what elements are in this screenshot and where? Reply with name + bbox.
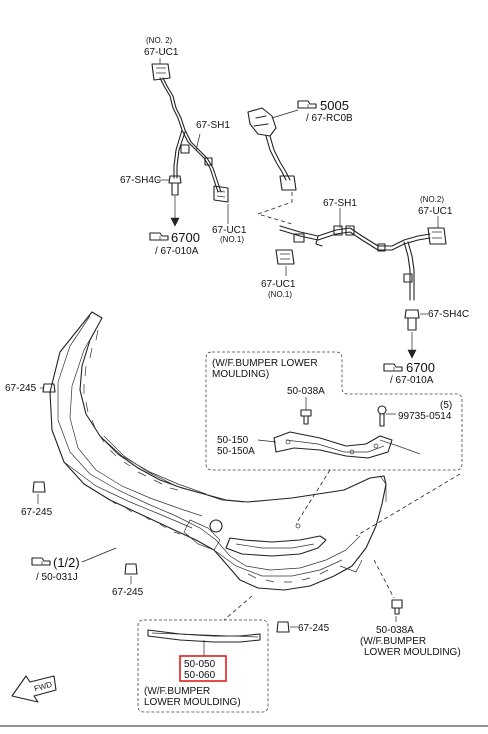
bolt-lower-left: [32, 481, 46, 493]
label-clip-note-line2: LOWER MOULDING): [364, 647, 461, 658]
parking-sensor-harness-left: [159, 77, 222, 193]
pointing-hand-icon: [383, 363, 403, 372]
lower-moulding: [147, 629, 261, 643]
label-bolt-bottom-center: 67-245: [112, 587, 144, 598]
label-moulding-part-b: 50-060: [184, 670, 216, 681]
moulding-detail-box: [137, 619, 269, 713]
label-uc1-mid-left: 67-UC1: [212, 225, 247, 236]
label-moulding-note-line1: (W/F.BUMPER: [144, 686, 210, 697]
label-bolt-lower-left: 67-245: [21, 507, 53, 518]
label-uc1-center: 67-UC1: [261, 279, 296, 290]
clip-icon: [300, 409, 312, 425]
label-ref-5005-sub: / 67-RC0B: [306, 113, 353, 124]
label-ref-5005: 5005: [320, 98, 349, 113]
label-uc1-top-left: 67-UC1: [144, 47, 179, 58]
clip-sh4c-left: [168, 175, 182, 196]
bracket-detail-box: [205, 351, 463, 471]
label-bracket-box-line1: (W/F.BUMPER LOWER: [212, 358, 318, 369]
label-moulding-note-line2: LOWER MOULDING): [144, 697, 241, 708]
bolt-bottom-center: [124, 563, 138, 575]
label-ref-6700-left: 6700: [171, 230, 200, 245]
label-uc1-top-right-no: (NO.2): [420, 195, 444, 204]
pointing-hand-icon: [149, 232, 169, 241]
sensor-top-left: [151, 63, 171, 81]
sensor-top-right: [427, 227, 447, 245]
label-sh4c-left: 67-SH4C: [120, 175, 161, 186]
label-bracket-part-b: 50-150A: [217, 446, 255, 457]
label-uc1-center-no: (NO.1): [268, 290, 292, 299]
label-bolt-bottom-right: 67-245: [298, 623, 330, 634]
pointing-hand-icon: [31, 557, 51, 566]
label-clip-note-line1: (W/F.BUMPER: [360, 636, 426, 647]
label-ref-1-2-sub: / 50-031J: [36, 572, 78, 583]
label-clip-bottom-right: 50-038A: [376, 625, 414, 636]
label-uc1-top-left-no: (NO. 2): [146, 36, 173, 45]
label-ref-6700-right-sub: / 67-010A: [390, 375, 434, 386]
label-bolt-upper-left: 67-245: [5, 383, 37, 394]
rear-bumper-fascia: [49, 311, 387, 591]
label-ref-6700-right: 6700: [406, 360, 435, 375]
label-moulding-part-a: 50-050: [184, 659, 216, 670]
parking-sensor-harness-right: [279, 225, 431, 301]
bolt-upper-left: [42, 383, 56, 393]
label-sh4c-right: 67-SH4C: [428, 309, 469, 320]
pointing-hand-icon: [297, 100, 317, 109]
label-bracket-clip: 50-038A: [287, 386, 325, 397]
clip-bottom-right: [391, 599, 403, 615]
fwd-arrow-icon: [11, 675, 57, 703]
label-sh1-left: 67-SH1: [196, 120, 230, 131]
rear-camera-harness-bracket: [247, 107, 297, 191]
sensor-mid-left: [213, 185, 229, 203]
lower-moulding-bracket: [273, 431, 421, 459]
label-uc1-mid-left-no: (NO.1): [220, 235, 244, 244]
bolt-bottom-right: [276, 621, 290, 633]
screw-icon: [377, 405, 387, 427]
label-bracket-screw-qty: (5): [440, 400, 452, 411]
label-bracket-screw: 99735-0514: [398, 411, 452, 422]
label-bracket-box-line2: MOULDING): [212, 369, 269, 380]
clip-sh4c-right: [404, 309, 420, 331]
label-uc1-top-right: 67-UC1: [418, 206, 453, 217]
label-bracket-part-a: 50-150: [217, 435, 249, 446]
sensor-center: [275, 249, 295, 265]
label-ref-6700-left-sub: / 67-010A: [155, 246, 199, 257]
highlighted-part-box: [179, 655, 227, 682]
label-ref-1-2: (1/2): [53, 555, 80, 570]
label-sh1-right: 67-SH1: [323, 198, 357, 209]
